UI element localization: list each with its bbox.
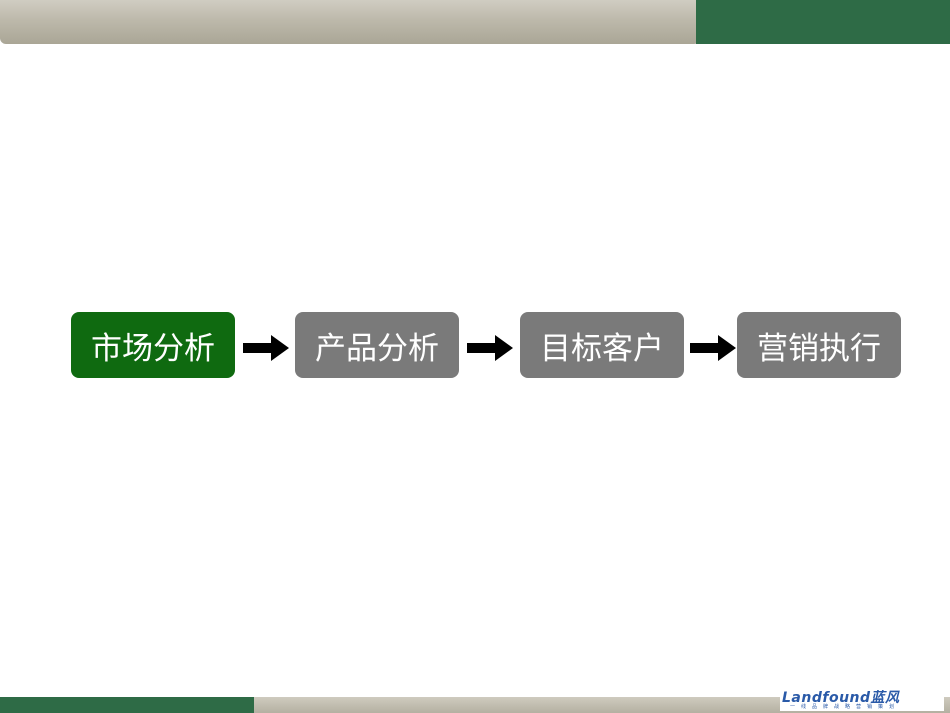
step-target-customer: 目标客户 <box>520 312 684 378</box>
arrow-right-icon <box>243 335 289 361</box>
arrow-right-icon <box>467 335 513 361</box>
step-label: 目标客户 <box>540 330 664 367</box>
top-header-green-segment <box>696 0 950 44</box>
step-marketing-execution: 营销执行 <box>737 312 901 378</box>
step-product-analysis: 产品分析 <box>295 312 459 378</box>
brand-logo: Landfound蓝风 一线品牌战略营销策划 <box>780 686 944 711</box>
top-header-band <box>0 0 950 44</box>
top-header-gray-segment <box>0 0 700 44</box>
logo-brand-text: Landfound蓝风 <box>782 690 900 706</box>
step-market-analysis: 市场分析 <box>71 312 235 378</box>
step-label: 产品分析 <box>315 330 439 367</box>
step-label: 市场分析 <box>91 330 215 367</box>
bottom-footer-gray-segment <box>254 697 950 713</box>
arrow-right-icon <box>690 335 736 361</box>
logo-tagline: 一线品牌战略营销策划 <box>790 704 901 710</box>
bottom-footer-band <box>0 697 950 713</box>
step-label: 营销执行 <box>757 330 881 367</box>
bottom-footer-green-segment <box>0 697 254 713</box>
